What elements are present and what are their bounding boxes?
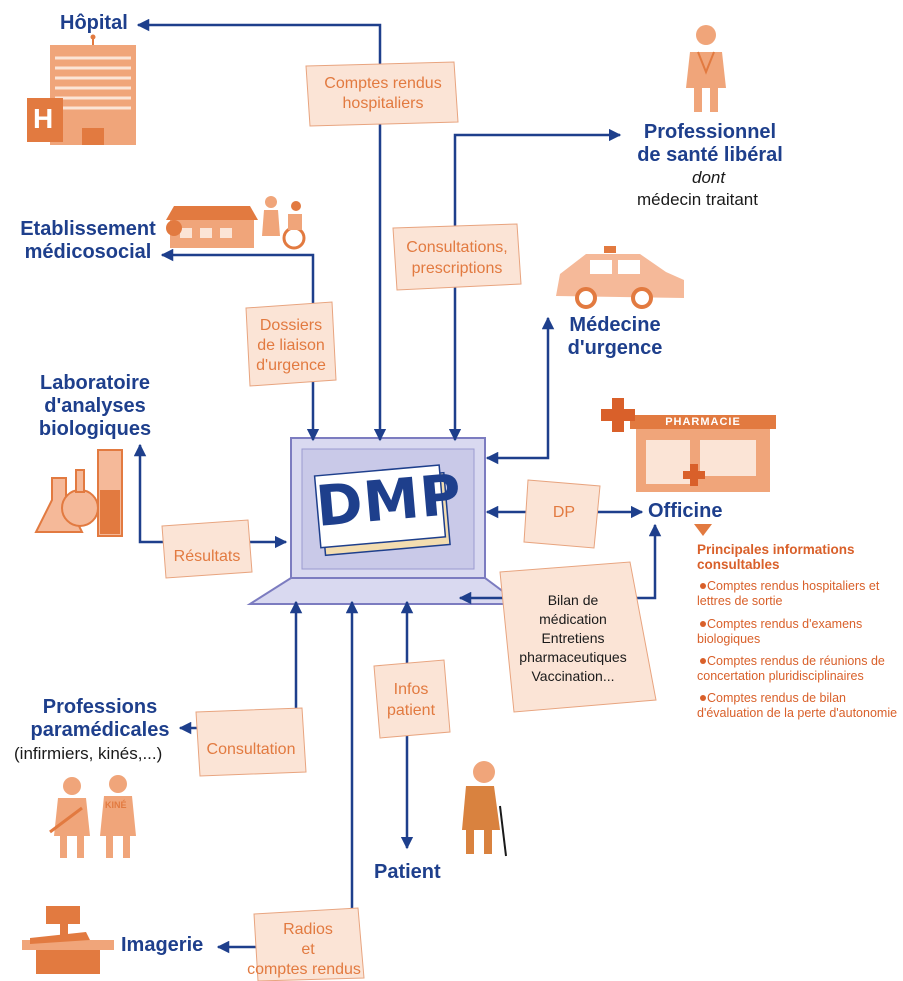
- node-etablissement-l1: Etablissement: [20, 218, 156, 240]
- node-paramedical-l2: paramédicales: [30, 719, 170, 741]
- node-professionnel-dont: dont: [692, 168, 726, 187]
- info-item-1: Comptes rendus hospitaliers et lettres d…: [697, 579, 880, 608]
- node-paramedical-l1: Professions: [42, 696, 158, 718]
- tag-consultations: [392, 223, 522, 291]
- flow-comptes-l1: Comptes rendus: [324, 75, 442, 92]
- tag-resultats: [161, 519, 253, 579]
- kine-badge: KINÉ: [105, 800, 127, 810]
- tag-radios: [253, 907, 365, 981]
- tag-dossiers: [245, 301, 337, 387]
- link-medecine: [485, 316, 555, 465]
- node-etablissement-l2: médicosocial: [24, 241, 152, 263]
- flow-comptes-l2: hospitaliers: [342, 95, 424, 112]
- info-bullets: [700, 583, 706, 701]
- care-home-icon: [166, 196, 306, 250]
- flow-radios-l2: et: [301, 941, 315, 958]
- pharmacy-sign: PHARMACIE: [665, 416, 741, 428]
- ambulance-icon: [556, 246, 684, 309]
- flow-consultations-l2: prescriptions: [411, 260, 503, 277]
- hospital-letter: H: [33, 103, 54, 134]
- node-laboratoire-l3: biologiques: [38, 418, 152, 440]
- imaging-machine-icon: [22, 906, 114, 974]
- hospital-icon: [27, 34, 136, 145]
- flow-bilan-l2: médication: [539, 611, 607, 627]
- tag-infos: [373, 659, 451, 739]
- flow-bilan-l1: Bilan de: [547, 592, 599, 608]
- flow-infos-l1: Infos: [393, 681, 429, 698]
- info-item-3: Comptes rendus de réunions de concertati…: [697, 654, 885, 683]
- node-medecine-l2: d'urgence: [567, 337, 663, 359]
- tag-consultation: [195, 707, 307, 777]
- node-hopital: Hôpital: [60, 12, 128, 34]
- info-title-l2: consultables: [697, 557, 780, 572]
- node-officine: Officine: [648, 500, 723, 522]
- flow-radios-l3: comptes rendus: [247, 961, 361, 978]
- info-item-2: Comptes rendus d'examens biologiques: [697, 617, 863, 646]
- lab-flasks-icon: [34, 449, 123, 537]
- doctor-icon: [686, 25, 726, 112]
- officine-triangle-icon: [694, 524, 712, 536]
- node-professionnel-medecin: médecin traitant: [637, 190, 758, 209]
- flow-dossiers-l3: d'urgence: [256, 357, 326, 374]
- flow-resultats: Résultats: [173, 548, 241, 565]
- flow-consultations-l1: Consultations,: [406, 239, 508, 256]
- flow-infos-l2: patient: [386, 702, 436, 719]
- elderly-patient-icon: [462, 761, 507, 857]
- node-laboratoire-l1: Laboratoire: [39, 372, 151, 394]
- tag-bilan: [499, 561, 657, 713]
- node-professionnel-l1: Professionnel: [643, 121, 777, 143]
- tag-comptes-rendus: [305, 61, 459, 127]
- node-medecine-l1: Médecine: [569, 314, 661, 336]
- tag-dp: [523, 479, 601, 549]
- node-paramedical-l3: (infirmiers, kinés,...): [14, 744, 163, 763]
- flow-radios-l1: Radios: [283, 921, 333, 938]
- link-professionnel: [448, 128, 622, 442]
- flow-dossiers-l2: de liaison: [257, 337, 325, 354]
- flow-bilan-l4: pharmaceutiques: [519, 649, 627, 665]
- node-laboratoire-l2: d'analyses: [44, 395, 146, 417]
- flow-bilan-l3: Entretiens: [541, 630, 605, 646]
- link-hopital: [136, 18, 387, 442]
- dmp-title: DMP: [313, 462, 465, 540]
- node-professionnel-l2: de santé libéral: [637, 144, 783, 166]
- flow-bilan-l5: Vaccination...: [531, 668, 615, 684]
- node-patient: Patient: [374, 861, 441, 883]
- nurse-physio-icon: [49, 775, 136, 858]
- pharmacy-icon: [601, 398, 776, 492]
- flow-dossiers-l1: Dossiers: [259, 317, 323, 334]
- laptop-icon: [246, 437, 524, 605]
- node-imagerie: Imagerie: [121, 934, 204, 956]
- flow-dp: DP: [552, 504, 576, 521]
- info-title-l1: Principales informations: [697, 542, 855, 557]
- info-item-4: Comptes rendus de bilan d'évaluation de …: [697, 691, 898, 720]
- flow-consultation: Consultation: [206, 741, 296, 758]
